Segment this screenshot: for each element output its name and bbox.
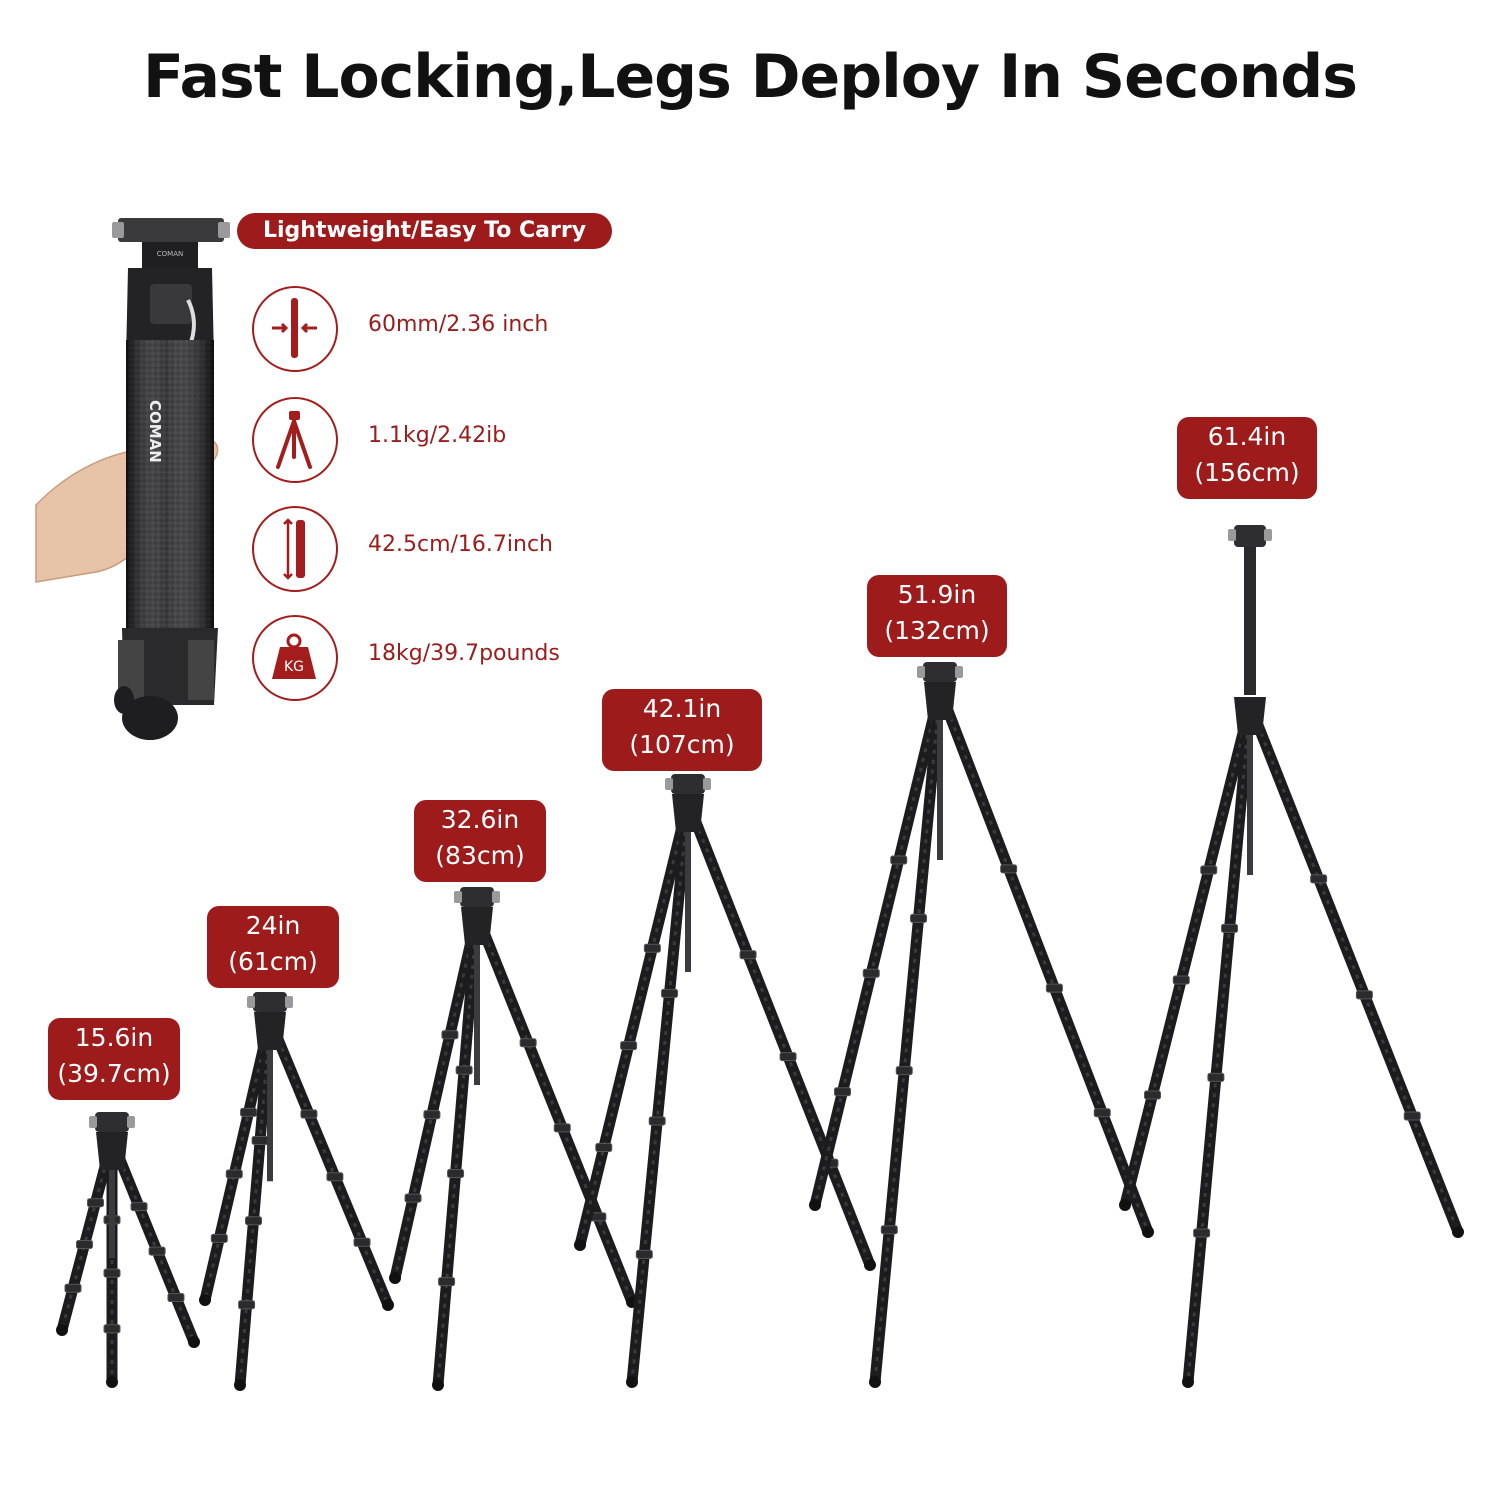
folded-tripod: COMAN COMAN <box>112 218 230 740</box>
headline: Fast Locking,Legs Deploy In Seconds <box>143 42 1358 112</box>
folded-brand-cap: COMAN <box>157 250 183 258</box>
height-tag: 32.6in (83cm) <box>414 800 546 882</box>
height-cm: (132cm) <box>884 616 990 645</box>
spec-weight: 1.1kg/2.42ib <box>252 397 652 487</box>
height-inches: 24in <box>245 911 301 940</box>
kg-load-icon: KG <box>252 615 338 701</box>
spec-value: 18kg/39.7pounds <box>368 641 560 666</box>
height-cm: (156cm) <box>1194 458 1300 487</box>
folded-length-icon <box>252 506 338 592</box>
height-cm: (61cm) <box>228 947 318 976</box>
extended-tripod-2 <box>199 992 394 1391</box>
height-cm: (39.7cm) <box>57 1059 171 1088</box>
extended-tripod-1 <box>56 1112 200 1388</box>
height-tag: 61.4in (156cm) <box>1177 417 1317 499</box>
height-inches: 61.4in <box>1207 422 1287 451</box>
tripod-weight-icon <box>252 397 338 483</box>
height-cm: (107cm) <box>629 730 735 759</box>
height-tag: 51.9in (132cm) <box>867 575 1007 657</box>
extended-tripod-3 <box>389 887 638 1391</box>
spec-folded-length: 42.5cm/16.7inch <box>252 506 652 596</box>
kg-icon-label: KG <box>284 659 304 675</box>
hand-illustration <box>35 439 219 583</box>
extended-tripod-4 <box>574 774 876 1388</box>
folded-brand-text: COMAN <box>146 400 164 463</box>
height-inches: 42.1in <box>642 694 722 723</box>
extended-tripod-6 <box>1119 525 1464 1388</box>
height-inches: 32.6in <box>440 805 520 834</box>
height-inches: 15.6in <box>74 1023 154 1052</box>
tube-diameter-icon <box>252 286 338 372</box>
height-inches: 51.9in <box>897 580 977 609</box>
spec-value: 60mm/2.36 inch <box>368 312 549 337</box>
spec-value: 1.1kg/2.42ib <box>368 423 507 448</box>
spec-tube-diameter: 60mm/2.36 inch <box>252 286 652 376</box>
height-tag: 24in (61cm) <box>207 906 339 988</box>
features-title-pill: Lightweight/Easy To Carry <box>237 213 612 249</box>
spec-load-capacity: KG 18kg/39.7pounds <box>252 615 652 705</box>
height-tag: 15.6in (39.7cm) <box>48 1018 180 1100</box>
spec-value: 42.5cm/16.7inch <box>368 532 554 557</box>
height-cm: (83cm) <box>435 841 525 870</box>
extended-tripod-5 <box>809 662 1154 1388</box>
height-tag: 42.1in (107cm) <box>602 689 762 771</box>
